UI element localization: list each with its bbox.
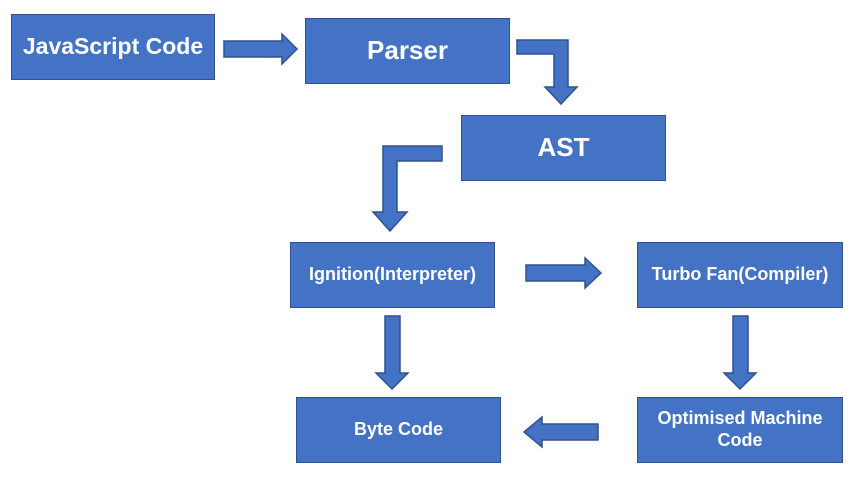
node-ignition: Ignition(Interpreter)	[290, 242, 495, 308]
arrow-ast-to-ignition	[371, 145, 443, 233]
node-javascript-code-label: JavaScript Code	[22, 33, 204, 60]
arrow-ignition-to-turbofan	[525, 256, 603, 290]
arrow-js-to-parser	[223, 32, 299, 66]
node-parser: Parser	[305, 18, 510, 84]
arrow-turbofan-to-optimised	[722, 315, 758, 391]
node-ast: AST	[461, 115, 666, 181]
node-ignition-label: Ignition(Interpreter)	[309, 264, 476, 285]
node-byte-code-label: Byte Code	[353, 419, 443, 440]
arrow-ignition-to-bytecode	[374, 315, 410, 391]
node-ast-label: AST	[537, 132, 590, 163]
arrow-optimised-to-bytecode	[522, 415, 599, 449]
node-byte-code: Byte Code	[296, 397, 501, 463]
node-parser-label: Parser	[367, 35, 448, 66]
node-javascript-code: JavaScript Code	[11, 14, 215, 80]
arrow-parser-to-ast	[516, 39, 579, 106]
node-turbofan-label: Turbo Fan(Compiler)	[651, 264, 829, 285]
node-optimised-code: Optimised Machine Code	[637, 397, 843, 463]
node-turbofan: Turbo Fan(Compiler)	[637, 242, 843, 308]
node-optimised-code-label: Optimised Machine Code	[657, 408, 823, 450]
